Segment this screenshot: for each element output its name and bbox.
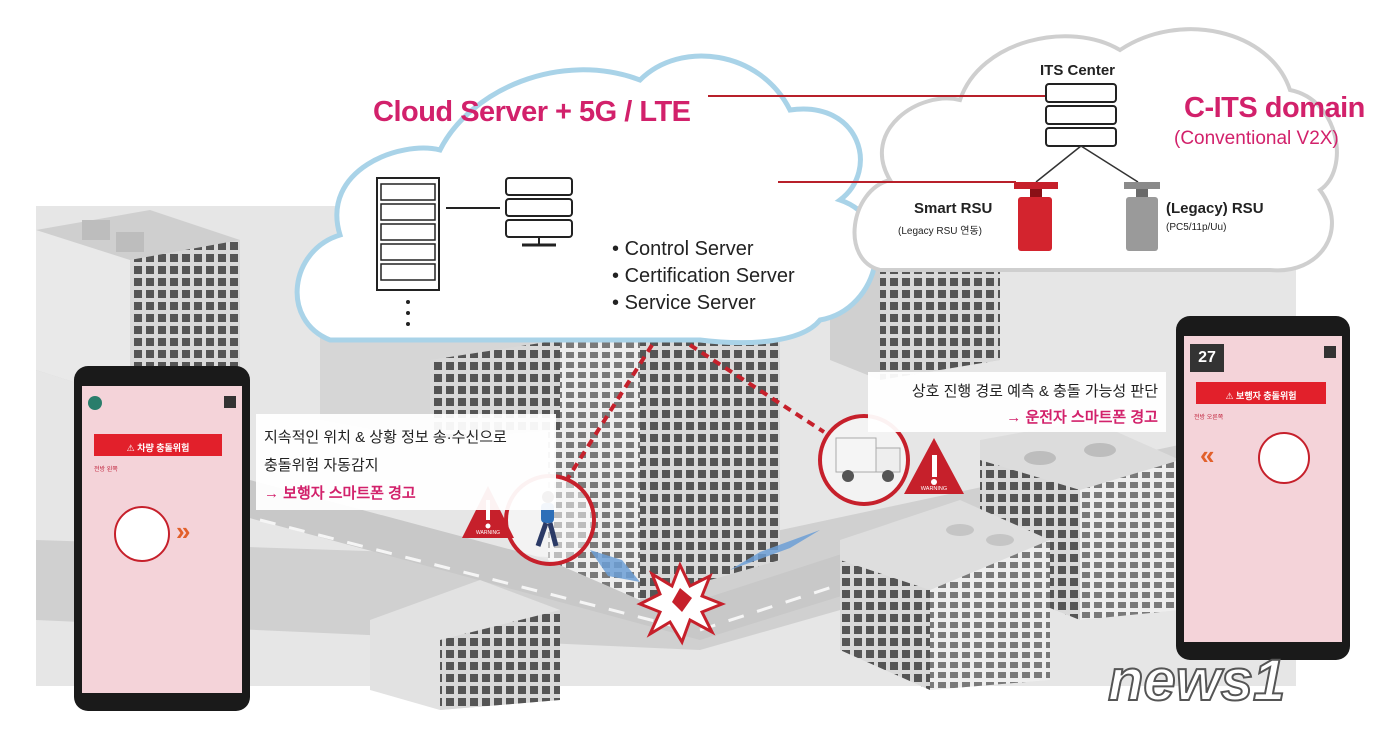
callout-line: 충돌위험 자동감지	[264, 457, 379, 474]
alert-text: 차량 충돌위험	[137, 443, 190, 453]
dashed-link-vehicle	[688, 343, 826, 434]
callout-line: 상호 진행 경로 예측 & 충돌 가능성 판단	[911, 383, 1158, 400]
phone-screen: ⚠ 차량 충돌위험 전방 왼쪽 »	[82, 386, 242, 693]
phone-screen: 27 ⚠ 보행자 충돌위험 전방 오른쪽 «	[1184, 336, 1342, 642]
its-center-label: ITS Center	[1040, 62, 1116, 79]
pedestrian-smartphone: ⚠ 차량 충돌위험 전방 왼쪽 »	[74, 366, 250, 711]
legacy-rsu-label: (Legacy) RSU	[1166, 200, 1264, 217]
server-list: • Control Server • Certification Server …	[612, 236, 795, 317]
chevron-right-icon: »	[176, 516, 191, 546]
news1-logo-text: news1	[1108, 648, 1285, 713]
callout-accent-line: → 운전자 스마트폰 경고	[1006, 409, 1158, 426]
building-tower	[548, 270, 780, 600]
car-indicator	[114, 506, 170, 562]
server-list-item: • Control Server	[612, 238, 754, 260]
legacy-rsu-sublabel: (PC5/11p/Uu)	[1166, 222, 1227, 233]
warning-triangle-icon	[462, 486, 514, 538]
dashed-link-pedestrian	[566, 343, 654, 480]
callout-accent-line: → 보행자 스마트폰 경고	[264, 485, 416, 502]
driver-callout: 상호 진행 경로 예측 & 충돌 가능성 판단 → 운전자 스마트폰 경고	[868, 372, 1166, 432]
vehicle-direction-arrow	[730, 530, 820, 570]
chevron-left-icon: «	[1200, 440, 1215, 470]
smart-rsu-device	[1014, 182, 1058, 251]
building-bottom-mid	[840, 500, 1050, 690]
collision-alert-bar: ⚠ 보행자 충돌위험	[1196, 382, 1326, 404]
server-unit-icon	[505, 177, 573, 247]
server-list-item: • Certification Server	[612, 265, 795, 287]
direction-caption: 전방 왼쪽	[94, 467, 118, 473]
server-list-item: • Service Server	[612, 292, 756, 314]
its-center-server-icon	[1035, 83, 1139, 183]
driver-smartphone: 27 ⚠ 보행자 충돌위험 전방 오른쪽 «	[1176, 316, 1350, 660]
callout-line: 지속적인 위치 & 상황 정보 송·수신으로	[264, 429, 507, 446]
legacy-rsu-device	[1124, 182, 1160, 251]
direction-caption: 전방 오른쪽	[1194, 415, 1224, 421]
warning-triangle-icon	[904, 438, 964, 494]
status-icon	[88, 396, 102, 410]
menu-icon[interactable]	[1324, 346, 1336, 358]
building-left	[36, 210, 240, 400]
server-rack-icon	[376, 177, 440, 326]
menu-icon[interactable]	[224, 396, 236, 408]
building-bottom-left	[370, 580, 560, 710]
cits-domain-title: C-ITS domain	[1184, 92, 1365, 124]
warning-label: WARNING	[476, 530, 500, 536]
vehicle-highlight	[818, 414, 910, 506]
its-center-cloud	[852, 27, 1339, 273]
pedestrian-direction-arrow	[590, 550, 640, 582]
pedestrian-indicator	[1258, 432, 1310, 484]
smart-rsu-sublabel: (Legacy RSU 연동)	[898, 226, 982, 237]
pedestrian-callout: 지속적인 위치 & 상황 정보 송·수신으로 충돌위험 자동감지 → 보행자 스…	[256, 414, 556, 510]
cloud-server-title: Cloud Server + 5G / LTE	[373, 96, 691, 128]
alert-text: 보행자 충돌위험	[1236, 391, 1297, 401]
smart-rsu-label: Smart RSU	[914, 200, 993, 217]
speed-counter: 27	[1190, 344, 1224, 372]
warning-label: WARNING	[921, 486, 947, 492]
news1-logo: news1	[1107, 647, 1286, 714]
cits-domain-subtitle: (Conventional V2X)	[1174, 128, 1339, 149]
cloud-server-cloud	[294, 53, 879, 346]
collision-alert-bar: ⚠ 차량 충돌위험	[94, 434, 222, 456]
